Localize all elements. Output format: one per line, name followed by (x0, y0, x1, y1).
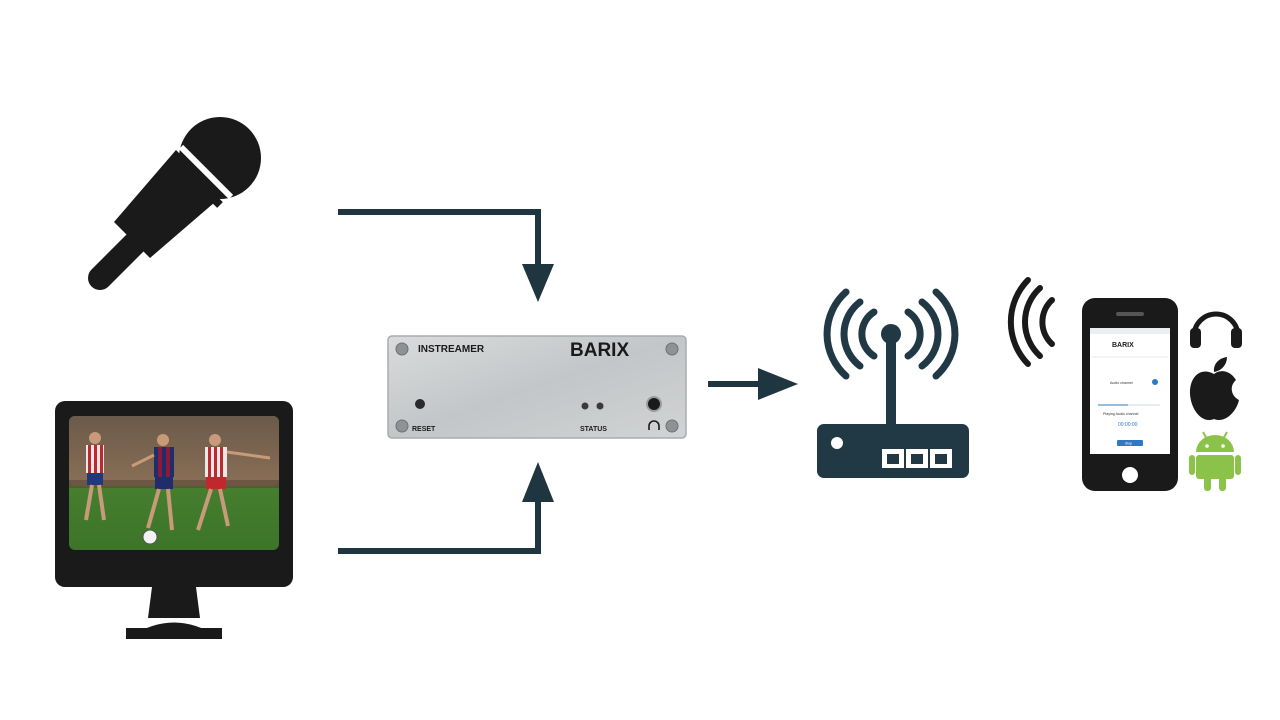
headphone-jack-icon (648, 420, 660, 430)
arrow-microphone-to-instreamer (338, 209, 554, 302)
smartphone-icon: BARIX Audio channel Playing Audio channe… (1082, 298, 1178, 491)
arrow-instreamer-to-router (708, 368, 798, 400)
headphone-jack[interactable] (646, 396, 662, 412)
reset-button[interactable] (415, 399, 425, 409)
instreamer-device: INSTREAMER BARIX RESET STATUS (387, 335, 687, 439)
phone-wifi-signal-icon (1007, 277, 1055, 367)
wifi-router-icon (817, 288, 969, 478)
app-channel-toggle[interactable] (1152, 379, 1158, 385)
device-screws (395, 342, 679, 433)
player-left (84, 432, 106, 521)
app-channel-label: Audio channel (1110, 381, 1133, 385)
microphone-icon (88, 117, 261, 290)
headphones-icon (1190, 311, 1242, 348)
status-label: STATUS (580, 426, 607, 433)
status-led-1 (581, 402, 589, 410)
player-center (131, 434, 174, 531)
apple-icon (1189, 357, 1239, 421)
phone-app-screen: BARIX Audio channel Playing Audio channe… (1090, 328, 1170, 446)
device-brand-logo: BARIX (570, 340, 629, 361)
reset-label: RESET (412, 426, 436, 433)
player-right (196, 434, 271, 531)
android-icon (1189, 431, 1241, 491)
device-model-label: INSTREAMER (418, 344, 485, 355)
app-playing-label: Playing Audio channel (1103, 412, 1139, 416)
football (142, 529, 158, 545)
status-led-2 (596, 402, 604, 410)
monitor-screen-football-image (69, 416, 279, 550)
app-stop-button[interactable] (1117, 440, 1143, 446)
app-stop-button-label: Stop (1125, 442, 1132, 446)
arrow-monitor-to-instreamer (338, 462, 554, 554)
app-time: 00:00:00 (1118, 422, 1138, 428)
app-brand-logo: BARIX (1112, 342, 1134, 349)
